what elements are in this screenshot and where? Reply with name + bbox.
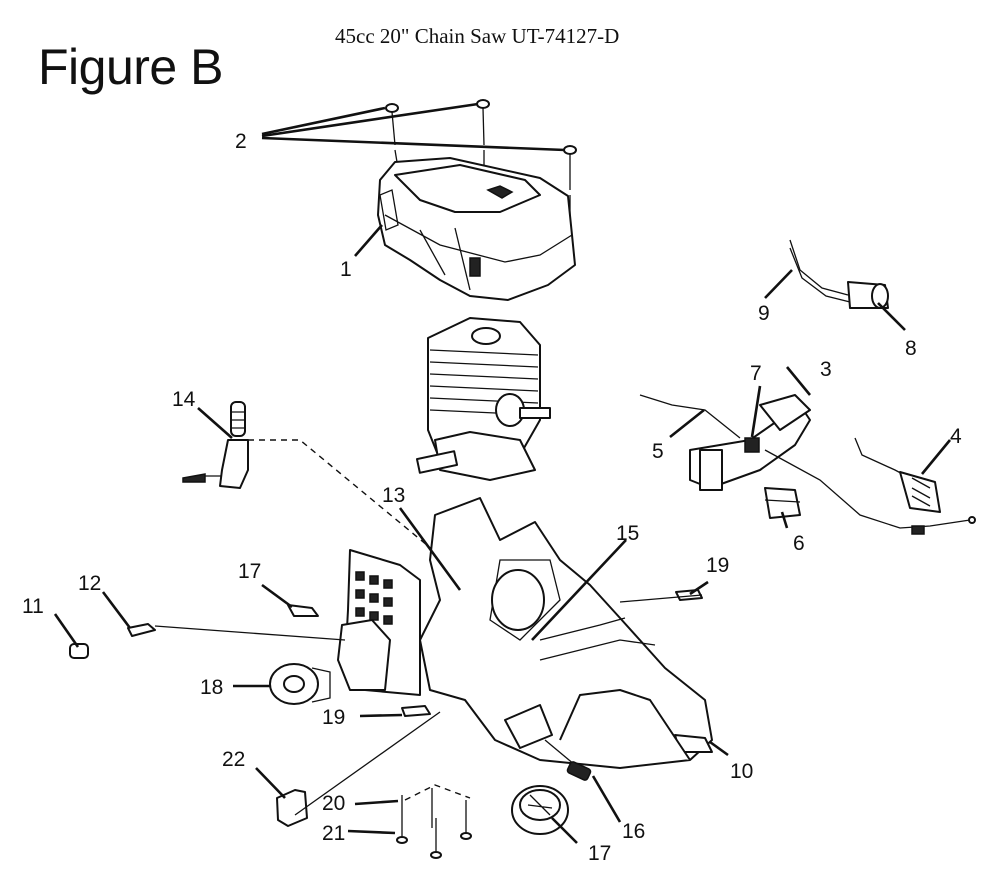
callout-9: 9 — [758, 302, 770, 325]
figure-label: Figure B — [38, 39, 223, 95]
part-wire-cap-8-9 — [789, 239, 889, 309]
callout-16: 16 — [622, 820, 645, 843]
part-mount-18 — [269, 663, 331, 705]
callout-6: 6 — [793, 532, 805, 555]
callout-17-bottom: 17 — [588, 842, 611, 865]
part-crankcase-handle-10 — [419, 497, 713, 769]
leader-lines — [53, 102, 952, 844]
callout-13: 13 — [382, 484, 405, 507]
callout-15: 15 — [616, 522, 639, 545]
callout-7: 7 — [750, 362, 762, 385]
model-title: 45cc 20" Chain Saw UT-74127-D — [335, 24, 620, 48]
callout-4: 4 — [950, 425, 962, 448]
callout-1: 1 — [340, 258, 352, 281]
callout-8: 8 — [905, 337, 917, 360]
callout-17-top: 17 — [238, 560, 261, 583]
callout-10: 10 — [730, 760, 753, 783]
callout-12: 12 — [78, 572, 101, 595]
part-screws-2 — [385, 99, 577, 290]
callout-labels: 2 1 3 4 5 6 7 8 9 10 11 12 13 14 15 16 1… — [22, 130, 962, 865]
part-engine-cylinder — [415, 317, 551, 481]
part-block-6 — [764, 487, 801, 519]
part-switch-4 — [854, 437, 941, 513]
callout-19-right: 19 — [706, 554, 729, 577]
part-switch-cable-assembly — [639, 394, 976, 535]
callout-20: 20 — [322, 792, 345, 815]
part-rear-plate — [337, 549, 421, 696]
callout-21: 21 — [322, 822, 345, 845]
part-fuel-fitting-14 — [182, 401, 446, 561]
part-cover-1 — [377, 157, 576, 301]
callout-11: 11 — [22, 595, 44, 618]
callout-22: 22 — [222, 748, 245, 771]
callout-2: 2 — [235, 130, 247, 153]
callout-3: 3 — [820, 358, 832, 381]
part-small-parts — [69, 589, 703, 859]
part-fuel-cap-17 — [504, 704, 592, 835]
callout-14: 14 — [172, 388, 196, 411]
callout-19-bottom: 19 — [322, 706, 345, 729]
callout-18: 18 — [200, 676, 223, 699]
callout-5: 5 — [652, 440, 664, 463]
